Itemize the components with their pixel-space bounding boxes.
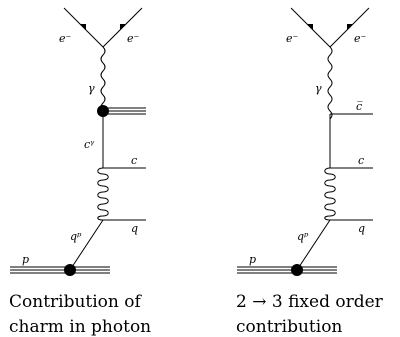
left-diagram: e⁻ e⁻ γ cᵞ c q qᵖ p Contribution of char… [9,7,151,337]
left-quark-label: q [131,222,138,235]
right-proton-label: p [249,253,256,266]
left-charm-label: c [131,154,137,167]
electron-out-arrow [120,24,126,30]
right-photon-label: γ [315,82,322,95]
right-e-out-label: e⁻ [354,32,367,45]
left-proton-label: p [22,253,29,266]
right-proton-blob [291,264,303,276]
right-parton-line [296,219,331,271]
left-gluon-line [97,167,109,221]
right-caption-line2: contribution [236,317,342,337]
electron-in-arrow [80,24,86,30]
right-e-in-label: e⁻ [286,32,299,45]
left-photon-label: γ [88,82,95,95]
right-charm-label: c [358,154,364,167]
right-parton-label: qᵖ [297,230,309,243]
left-caption-line2: charm in photon [9,317,151,337]
electron-out-arrow [347,24,353,30]
right-photon-line [327,46,333,122]
left-e-in-label: e⁻ [59,32,72,45]
left-parton-line [69,219,104,271]
right-quark-label: q [358,222,365,235]
left-photon-blob [97,105,109,117]
right-diagram: e⁻ e⁻ γ c̅ c q qᵖ p 2 → 3 fixed order co… [236,7,384,337]
left-e-out-label: e⁻ [127,32,140,45]
left-caption-line1: Contribution of [9,292,143,312]
right-gluon-line [324,167,336,221]
right-caption-line1: 2 → 3 fixed order [236,292,384,312]
left-parton-label: qᵖ [70,230,82,243]
right-anticharm-label: c̅ [356,100,363,113]
electron-in-arrow [307,24,313,30]
left-charm-photon-label: cᵞ [84,138,95,151]
left-proton-blob [64,264,76,276]
left-photon-line [100,46,106,114]
